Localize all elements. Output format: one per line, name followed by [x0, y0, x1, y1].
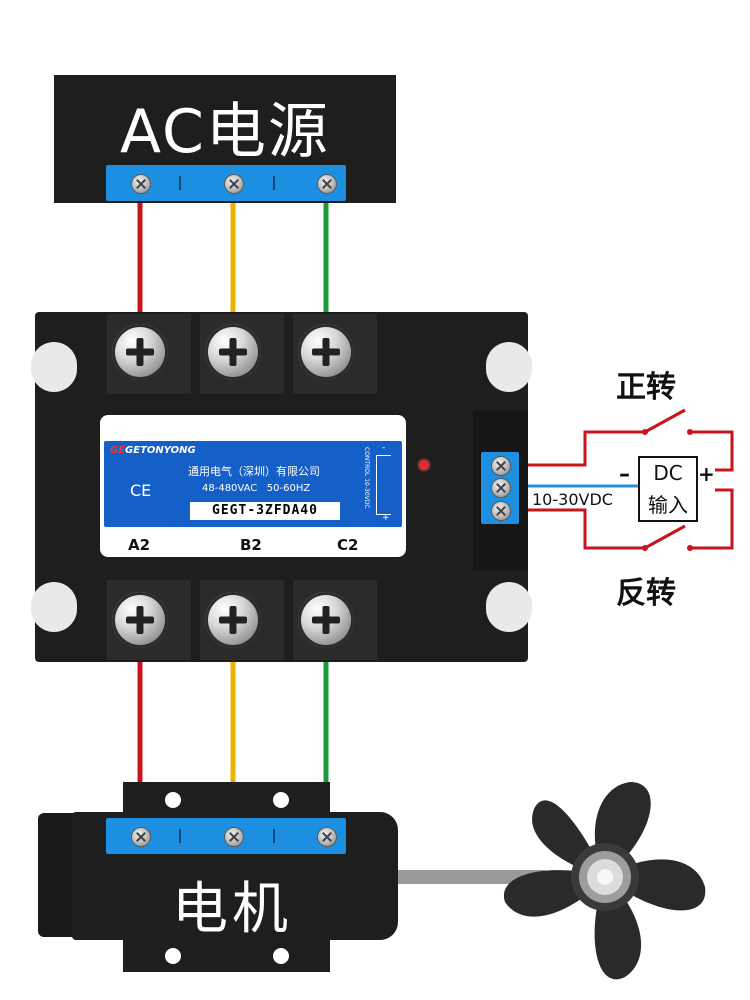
motor-bottom-bracket — [123, 938, 330, 972]
status-led — [419, 460, 429, 470]
motor-shaft — [395, 870, 545, 884]
control-range: 10-30VDC — [363, 478, 370, 509]
dc-plus-sign: + — [698, 462, 715, 486]
brand-name: GETONYONG — [125, 445, 196, 456]
relay-model: GEGT-3ZFDA40 — [190, 502, 340, 520]
relay-screw-c1[interactable] — [298, 324, 354, 380]
mount-notch-top-right — [486, 342, 532, 392]
dc-input-label-2: 输入 — [648, 493, 688, 517]
mount-notch-top-left — [31, 342, 77, 392]
relay-screw-b1[interactable] — [205, 324, 261, 380]
ac-source-terminal-block — [106, 165, 346, 201]
control-plus-mark: + — [382, 513, 390, 523]
relay-screw-b2[interactable] — [205, 592, 261, 648]
ac-terminal-screw-2[interactable] — [224, 174, 244, 194]
relay-screw-a2[interactable] — [112, 592, 168, 648]
control-screw-3[interactable] — [491, 501, 511, 521]
ac-terminal-screw-3[interactable] — [317, 174, 337, 194]
dc-input-label-1: DC — [653, 461, 683, 485]
relay-label-plate: GEGETONYONG CE 通用电气（深圳）有限公司 48-480VAC 50… — [100, 415, 406, 557]
motor-end-cap — [38, 813, 78, 937]
dc-minus-sign: – — [619, 462, 630, 487]
fan — [503, 782, 706, 980]
relay-screw-a1[interactable] — [112, 324, 168, 380]
control-screw-1[interactable] — [491, 456, 511, 476]
motor-terminal-screw-2[interactable] — [224, 827, 244, 847]
relay-screw-c2[interactable] — [298, 592, 354, 648]
control-spec: CONTROL 10-30VDC — [348, 447, 370, 519]
brand-logo-prefix: GE — [110, 445, 126, 456]
switch-forward-label: 正转 — [616, 370, 676, 405]
dc-input-box: DC 输入 — [638, 456, 698, 522]
relay-rating: 48-480VAC 50-60HZ — [202, 483, 311, 494]
brand-logo: GEGETONYONG — [110, 445, 196, 456]
ac-terminal-screw-1[interactable] — [131, 174, 151, 194]
control-minus-mark: - — [382, 443, 386, 453]
dc-voltage-label: 10-30VDC — [532, 490, 613, 509]
terminal-label-b2: B2 — [240, 536, 262, 554]
switch-reverse-label: 反转 — [616, 576, 676, 611]
ac-source-title: AC电源 — [120, 97, 330, 167]
mount-notch-bottom-right — [486, 582, 532, 632]
motor-terminal-block — [106, 818, 346, 854]
relay-label-blue-panel: GEGETONYONG CE 通用电气（深圳）有限公司 48-480VAC 50… — [104, 441, 402, 527]
control-screw-2[interactable] — [491, 478, 511, 498]
company-name: 通用电气（深圳）有限公司 — [188, 465, 320, 478]
motor-terminal-screw-3[interactable] — [317, 827, 337, 847]
mount-notch-bottom-left — [31, 582, 77, 632]
control-label: CONTROL — [363, 447, 370, 477]
motor-title: 电机 — [172, 877, 292, 942]
motor-terminal-screw-1[interactable] — [131, 827, 151, 847]
control-wiring — [520, 408, 734, 551]
ce-mark: CE — [130, 481, 152, 500]
control-terminal-block — [481, 452, 519, 524]
terminal-label-a2: A2 — [128, 536, 151, 554]
terminal-label-c2: C2 — [337, 536, 359, 554]
